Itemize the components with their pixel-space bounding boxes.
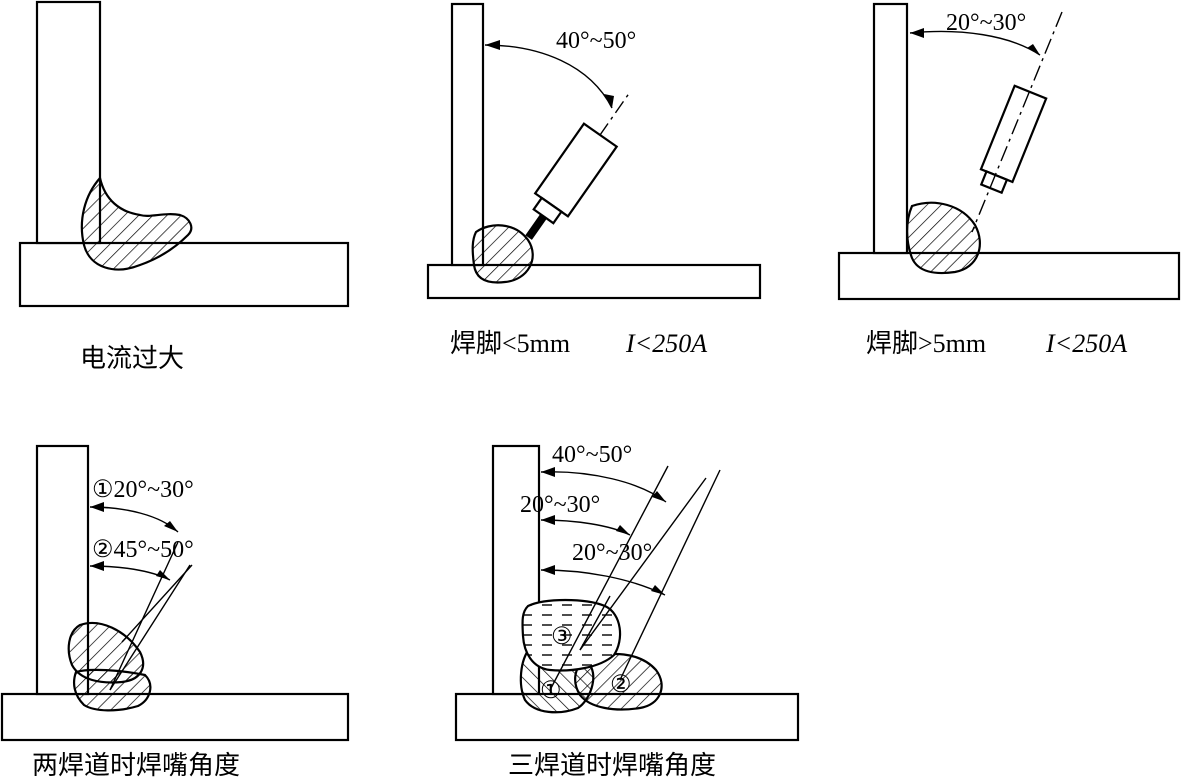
arrowhead (604, 94, 614, 108)
angle-label-1: 40°~50° (552, 442, 632, 468)
arrowhead (90, 561, 104, 571)
weld-bead (80, 175, 193, 271)
angle-label: 20°~30° (946, 10, 1026, 36)
panel-three-pass: 40°~50° 20°~30° 20°~30° ③ ① ② 三焊道时焊嘴角度 (454, 442, 800, 780)
torch-axis-3 (579, 477, 707, 651)
angle-label-3: 20°~30° (572, 540, 652, 566)
caption-leg-size: 焊脚>5mm (866, 329, 986, 358)
caption-three-pass: 三焊道时焊嘴角度 (508, 751, 716, 780)
angle-arc (484, 44, 613, 109)
weld-bead (471, 224, 534, 284)
torch-axis-line (599, 91, 631, 136)
angle-label-1: ①20°~30° (92, 477, 194, 503)
arrowhead (541, 467, 555, 477)
arrowhead (156, 570, 170, 580)
pass-number-1: ① (540, 678, 562, 704)
angle-label-2: ②45°~50° (92, 537, 194, 563)
caption-current: I<250A (625, 329, 707, 358)
arrowhead (164, 521, 178, 532)
base-plate (18, 241, 350, 308)
torch-axis-1 (109, 541, 179, 691)
arrowhead (541, 565, 555, 575)
arrowhead (616, 525, 630, 535)
torch-axis-2 (619, 469, 721, 681)
welding-torch (979, 84, 1048, 195)
torch-axis-2b (121, 564, 193, 643)
caption-current: I<250A (1045, 329, 1127, 358)
weld-bead (906, 201, 981, 275)
weld-pass-1 (73, 668, 152, 712)
arrowhead (485, 40, 500, 50)
angle-label-2: 20°~30° (520, 492, 600, 518)
arrowhead (651, 585, 665, 595)
vertical-plate (872, 2, 909, 255)
arrowhead (1027, 44, 1040, 55)
angle-arc-3 (540, 569, 666, 596)
panel-excess-current: 电流过大 (18, 0, 350, 373)
torch-axis-2 (109, 564, 191, 691)
panel-leg-greater-5mm: 20°~30° 焊脚>5mm I<250A (837, 2, 1181, 358)
pass-number-2: ② (610, 672, 632, 698)
weld-pass-3-fill (522, 600, 621, 671)
torch-axis-line (971, 11, 1063, 233)
base-plate (0, 692, 350, 742)
arrowhead (90, 502, 104, 512)
arrowhead (652, 491, 666, 502)
pass-number-3: ③ (551, 624, 573, 650)
torch-axis-1 (549, 465, 669, 691)
arrowhead (541, 515, 555, 525)
angle-label: 40°~50° (556, 28, 636, 54)
base-plate (837, 251, 1181, 301)
arrowhead (910, 28, 924, 38)
caption-excess-current: 电流过大 (80, 344, 184, 373)
welding-torch (525, 122, 619, 240)
caption-two-pass: 两焊道时焊嘴角度 (32, 751, 240, 780)
torch-axis-3b (579, 595, 611, 651)
panel-two-pass: ①20°~30° ②45°~50° 两焊道时焊嘴角度 (0, 444, 350, 780)
vertical-plate (450, 2, 485, 267)
caption-leg-size: 焊脚<5mm (450, 329, 570, 358)
panel-leg-less-5mm: 40°~50° 焊脚<5mm I<250A (426, 2, 762, 358)
